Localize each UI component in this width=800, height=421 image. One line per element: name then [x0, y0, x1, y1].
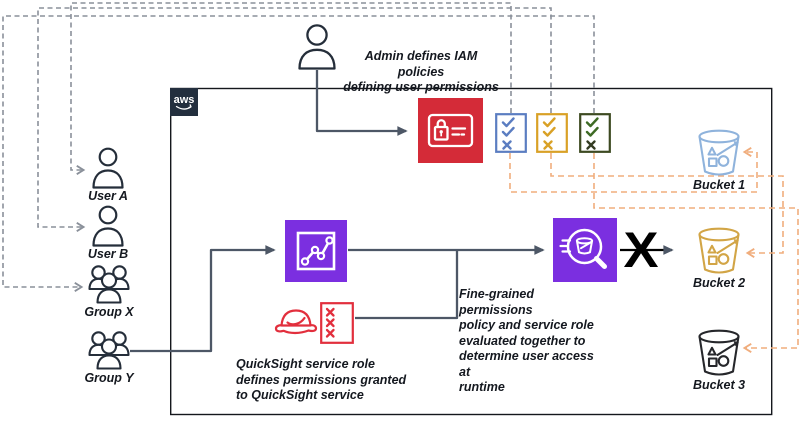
service-role-join-line — [355, 251, 459, 320]
admin-note-line2: defining user permissions — [343, 80, 499, 94]
policy-doc-blue-icon — [495, 113, 527, 153]
evaluation-icon — [553, 218, 617, 282]
admin-note: Admin defines IAM policies defining user… — [343, 49, 499, 96]
deny-policy-doc-icon — [320, 302, 354, 344]
runtime-note-line3: evaluated together to — [459, 333, 586, 348]
bucket2-icon — [697, 227, 741, 275]
runtime-note-line2: policy and service role — [459, 318, 594, 332]
runtime-note-line1: Fine-grained permissions — [459, 287, 535, 317]
bucket3-icon — [697, 329, 741, 377]
quicksight-icon — [285, 220, 347, 282]
service-role-note-line2: defines permissions granted — [236, 372, 407, 387]
group-y-icon — [87, 330, 131, 370]
iam-icon — [418, 98, 483, 163]
user-a-icon — [90, 147, 126, 189]
service-role-note-line3: to QuickSight service — [236, 388, 364, 402]
group-y-to-quicksight-arrow — [130, 245, 276, 353]
service-role-helmet-icon — [274, 306, 318, 336]
group-x-label: Group X — [84, 305, 134, 319]
policy-doc-yellow-icon — [536, 113, 568, 153]
user-a-label: User A — [88, 189, 128, 203]
admin-note-line1: Admin defines IAM policies — [364, 49, 478, 79]
deny-x-mark: X — [623, 222, 659, 278]
user-b-icon — [90, 205, 126, 247]
service-role-note: QuickSight service role defines permissi… — [236, 357, 416, 404]
admin-icon — [295, 24, 339, 70]
service-role-note-line1: QuickSight service role — [236, 357, 375, 371]
group-x-icon — [87, 264, 131, 304]
runtime-note-line5: runtime — [459, 380, 505, 394]
policy-doc-dark-icon — [579, 113, 611, 153]
runtime-note-line4: determine user access at — [459, 349, 594, 379]
aws-logo: aws — [170, 88, 198, 116]
bucket2-label: Bucket 2 — [692, 276, 746, 290]
runtime-note: Fine-grained permissions policy and serv… — [459, 287, 599, 396]
aws-logo-text: aws — [174, 94, 195, 106]
group-y-label: Group Y — [84, 371, 134, 385]
bucket3-label: Bucket 3 — [692, 378, 746, 392]
bucket1-icon — [697, 129, 741, 177]
bucket1-label: Bucket 1 — [692, 178, 746, 192]
user-b-label: User B — [87, 247, 129, 261]
